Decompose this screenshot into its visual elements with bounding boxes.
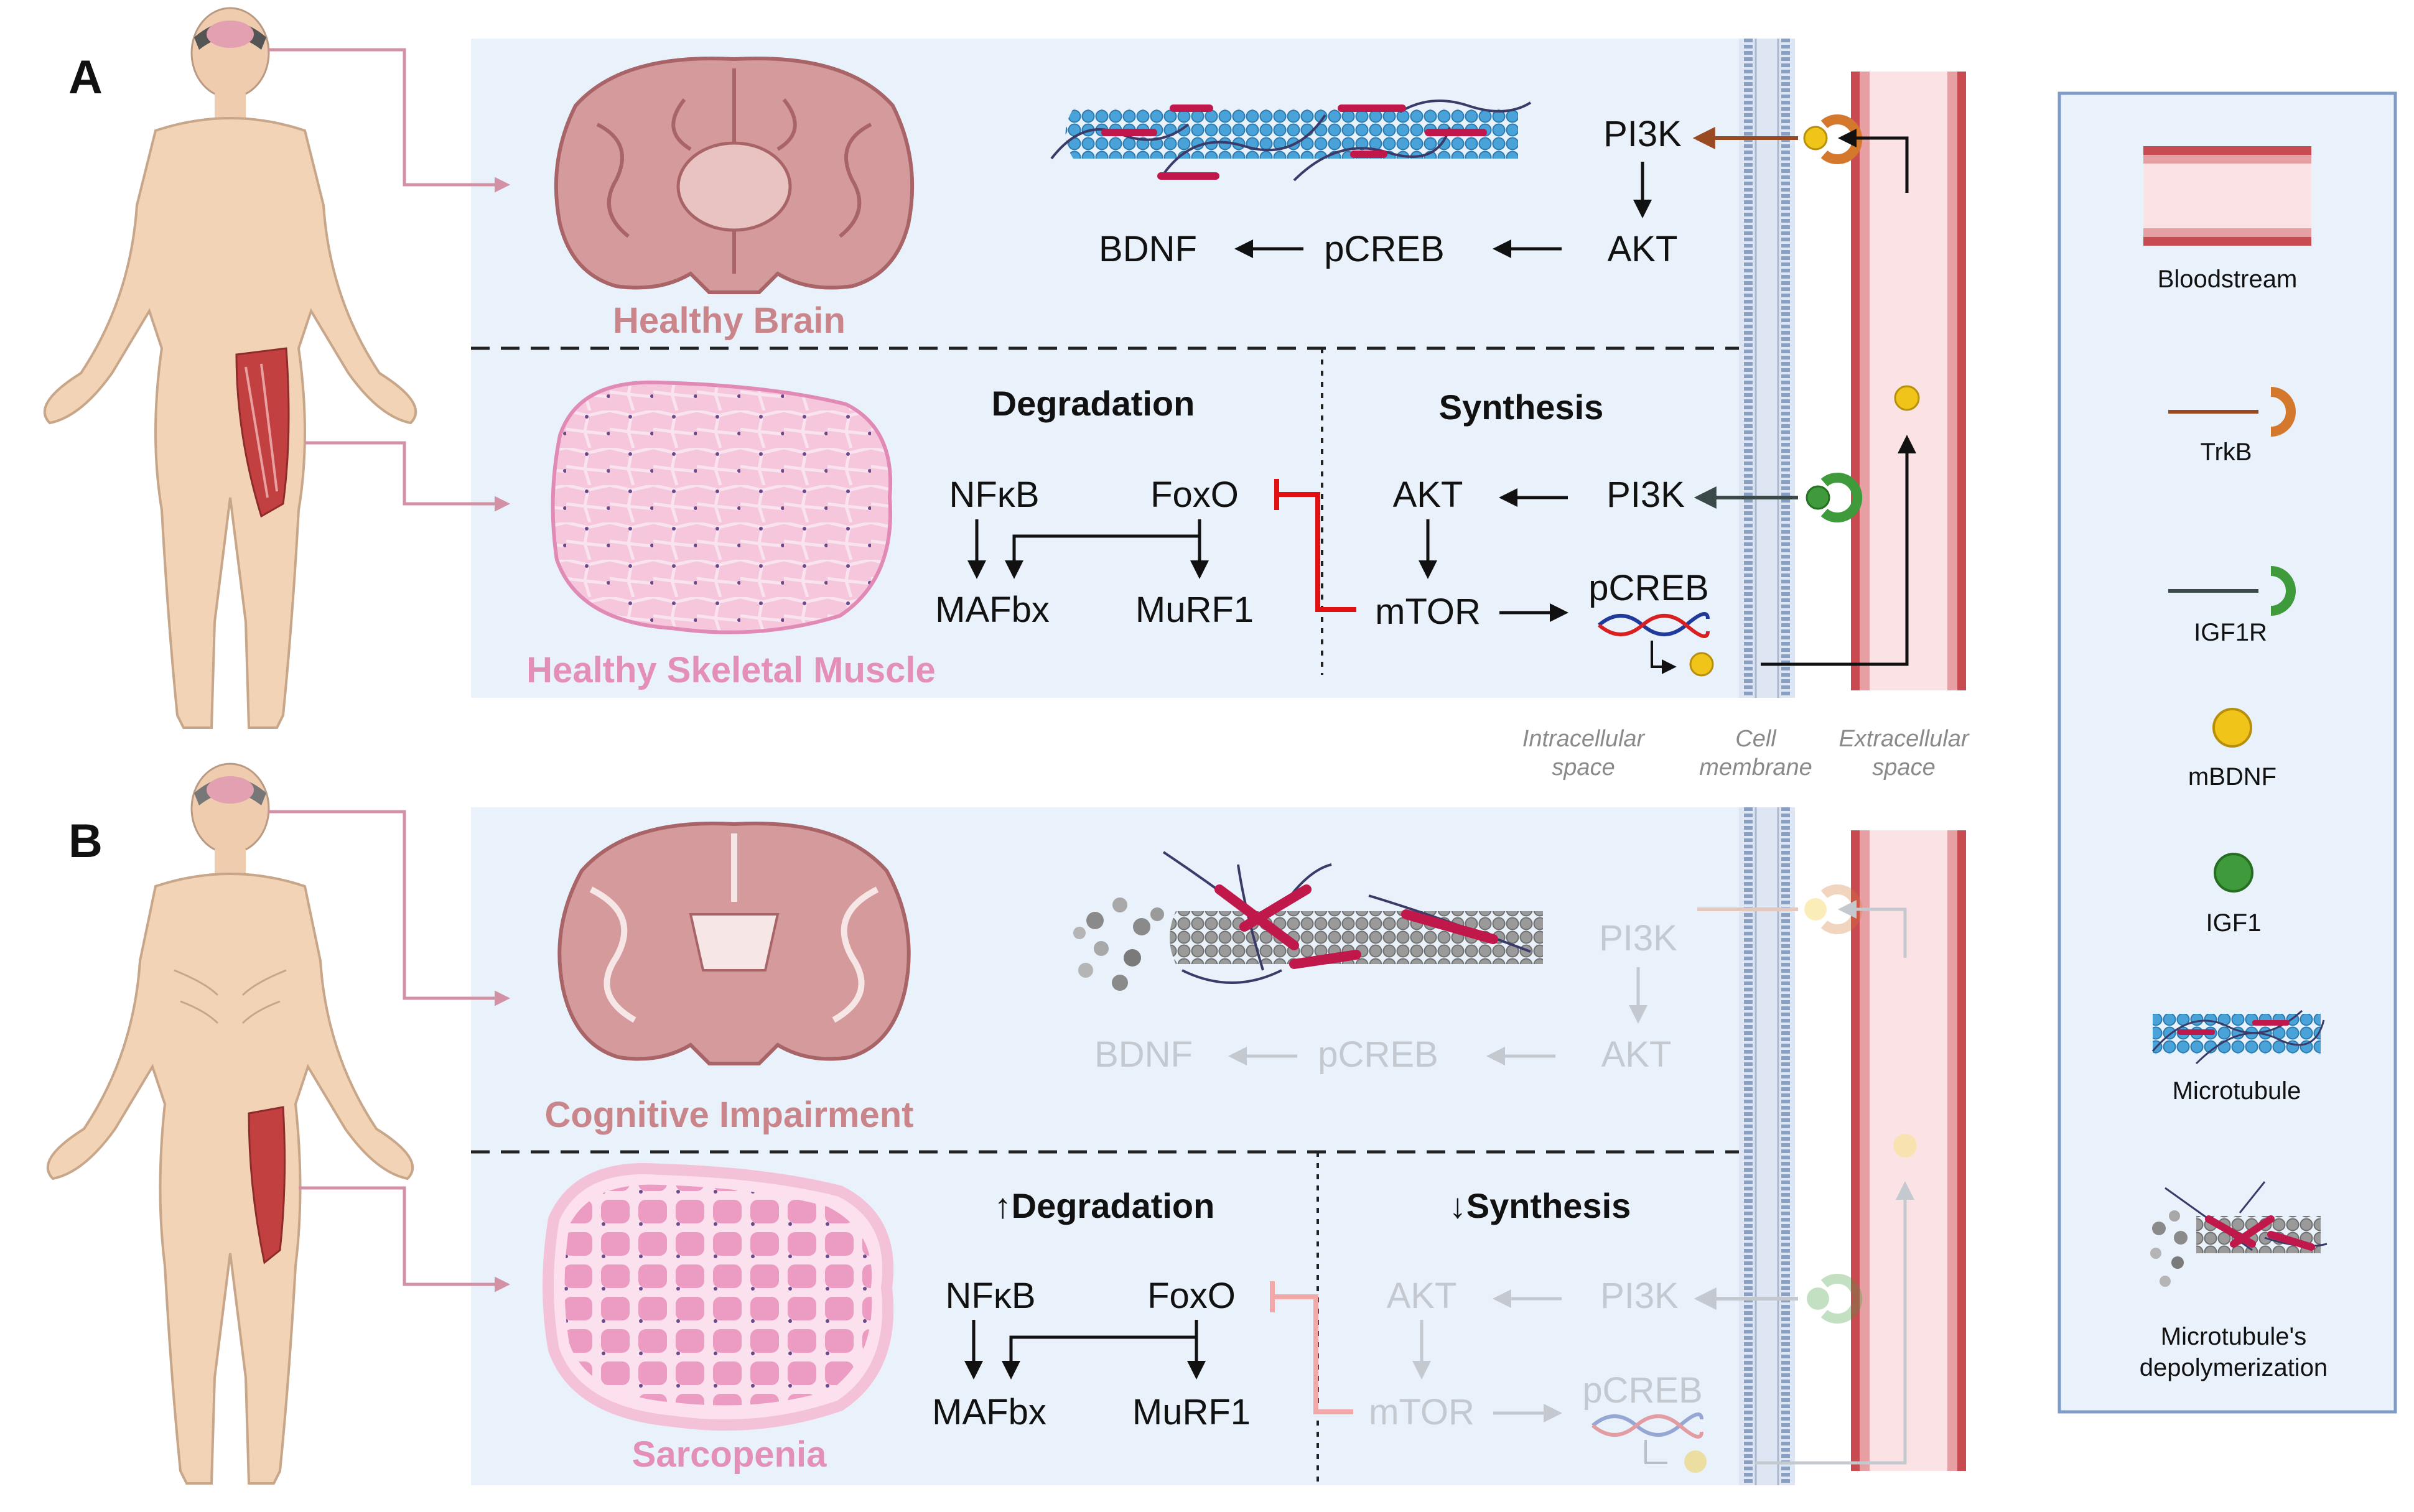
- a-akt: AKT: [1393, 475, 1463, 515]
- legend-igf1-icon: [2214, 853, 2253, 893]
- legend-box: [2057, 91, 2397, 1414]
- mbdnf-in-blood-a: [1894, 385, 1920, 411]
- connector-brain-a: [268, 48, 510, 193]
- b-mtor: mTOR: [1369, 1392, 1475, 1432]
- a-arrow-secretion: [1761, 435, 1916, 666]
- a-arrow-foxo-mafbx: [1005, 534, 1200, 579]
- a-mafbx: MAFbx: [935, 590, 1050, 630]
- connector-muscle-b: [299, 1186, 510, 1292]
- b-nfkb: NFκB: [946, 1276, 1036, 1316]
- legend-igf1-label: IGF1: [2206, 909, 2262, 937]
- legend-bloodstream-label: Bloodstream: [2158, 266, 2298, 293]
- b-arrow-secretion: [1755, 1181, 1914, 1465]
- healthy-muscle-image: [551, 380, 893, 634]
- impaired-brain-caption: Cognitive Impairment: [545, 1095, 914, 1135]
- legend-microtubule-label: Microtubule: [2173, 1077, 2301, 1105]
- legend-depolymerization-icon: [2150, 1181, 2328, 1287]
- legend-igf1r-label: IGF1R: [2194, 619, 2267, 646]
- a-dna-icon: [1598, 612, 1714, 677]
- b-arrow-bdnf-to-trkb: [1838, 900, 1907, 958]
- connector-brain-b: [268, 810, 510, 1006]
- legend-microtubule-icon: [2151, 1009, 2325, 1065]
- healthy-brain-caption: Healthy Brain: [613, 300, 846, 341]
- igf1r-receptor-b: [1807, 1274, 1863, 1324]
- legend-trkb-label: TrkB: [2201, 438, 2252, 466]
- legend-trkb-icon: [2168, 387, 2296, 437]
- b-foxo: FoxO: [1147, 1276, 1236, 1316]
- mbdnf-in-blood-b: [1893, 1134, 1917, 1157]
- a-pcreb: pCREB: [1588, 568, 1708, 608]
- a-inhibition-mtor-foxo: [1274, 479, 1356, 612]
- b-arrow-foxo-mafbx: [1002, 1335, 1196, 1380]
- b-pi3k: PI3K: [1600, 1276, 1679, 1316]
- a-synthesis-title: Synthesis: [1439, 387, 1604, 427]
- a-brain-pcreb: pCREB: [1324, 229, 1444, 269]
- igf1r-receptor-a: [1806, 473, 1863, 522]
- a-brain-pi3k: PI3K: [1603, 114, 1682, 154]
- b-pcreb: pCREB: [1582, 1370, 1702, 1411]
- microtubule-depolymerized: [1073, 851, 1543, 991]
- b-brain-pcreb: pCREB: [1318, 1034, 1438, 1075]
- extracellular-label-1: Extracellular: [1838, 726, 1969, 752]
- a-brain-bdnf: BDNF: [1099, 229, 1197, 269]
- b-akt: AKT: [1387, 1276, 1457, 1316]
- a-mtor: mTOR: [1375, 591, 1481, 632]
- membrane-label-1: Cell: [1735, 726, 1777, 752]
- legend-depolymerization-label-2: depolymerization: [2140, 1354, 2328, 1381]
- b-synthesis-title: ↓Synthesis: [1449, 1186, 1631, 1225]
- intracellular-label-2: space: [1552, 754, 1615, 781]
- healthy-muscle-caption: Healthy Skeletal Muscle: [526, 650, 936, 690]
- human-figure-aged: [46, 763, 414, 1485]
- extracellular-label-2: space: [1872, 754, 1935, 781]
- a-pi3k: PI3K: [1606, 475, 1685, 515]
- b-brain-pi3k: PI3K: [1599, 918, 1677, 958]
- b-inhibition-mtor-foxo: [1270, 1281, 1353, 1414]
- membrane-label-2: membrane: [1699, 754, 1812, 781]
- sarcopenia-caption: Sarcopenia: [632, 1434, 827, 1475]
- legend-bloodstream-icon: [2143, 146, 2311, 246]
- b-brain-akt: AKT: [1601, 1034, 1672, 1075]
- b-mafbx: MAFbx: [932, 1392, 1046, 1432]
- healthy-brain-image: [554, 56, 915, 294]
- connector-muscle-a: [305, 441, 510, 512]
- human-figure-healthy: [43, 7, 417, 729]
- microtubule-healthy: [1050, 100, 1532, 182]
- a-arrow-bdnf-to-trkb: [1838, 129, 1909, 193]
- b-murf1: MuRF1: [1132, 1392, 1251, 1432]
- intracellular-label-1: Intracellular: [1522, 726, 1646, 752]
- sarcopenia-muscle-image: [543, 1163, 894, 1431]
- a-murf1: MuRF1: [1135, 590, 1254, 630]
- legend-mbdnf-label: mBDNF: [2188, 763, 2277, 791]
- a-brain-akt: AKT: [1608, 229, 1678, 269]
- a-foxo: FoxO: [1150, 475, 1239, 515]
- impaired-brain-image: [557, 821, 911, 1065]
- legend-igf1r-icon: [2168, 566, 2296, 616]
- legend-mbdnf-icon: [2212, 708, 2252, 748]
- b-degradation-title: ↑Degradation: [994, 1186, 1215, 1225]
- b-brain-bdnf: BDNF: [1094, 1034, 1193, 1075]
- cell-membrane-b: [1739, 807, 1795, 1485]
- panel-b-label: B: [68, 815, 103, 868]
- a-nfkb: NFκB: [949, 475, 1040, 515]
- b-dna-icon: [1591, 1412, 1707, 1473]
- a-degradation-title: Degradation: [992, 384, 1195, 423]
- cell-membrane-a: [1739, 39, 1795, 698]
- legend-depolymerization-label-1: Microtubule's: [2161, 1323, 2306, 1350]
- panel-a-label: A: [68, 51, 103, 104]
